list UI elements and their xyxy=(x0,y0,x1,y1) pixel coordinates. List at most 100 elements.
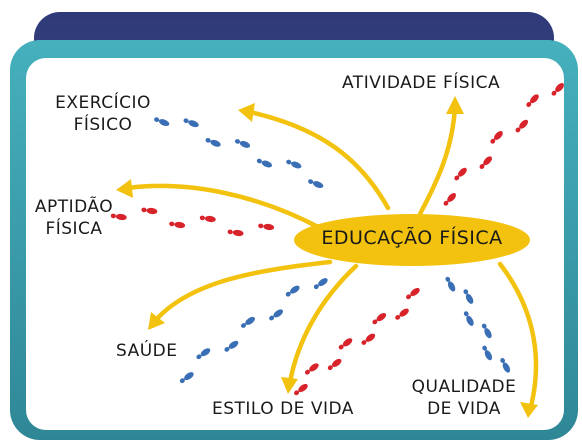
footprint-sole xyxy=(200,348,211,357)
trail-atividade-fisica-footprint xyxy=(443,193,457,206)
footprint-heel xyxy=(481,323,487,329)
trail-atividade-fisica-footprint xyxy=(454,167,467,181)
trail-saude-footprint xyxy=(179,372,194,384)
footprint-sole xyxy=(555,83,565,92)
footprint-heel xyxy=(313,284,319,290)
footprint-sole xyxy=(289,285,300,294)
footprint-heel xyxy=(551,90,557,96)
arrowhead-atividade-fisica xyxy=(446,96,464,114)
footprint-heel xyxy=(338,344,344,350)
trail-saude-footprint xyxy=(285,285,300,297)
label-estilo-de-vida: ESTILO DE VIDA xyxy=(212,398,354,420)
arrowhead-estilo-de-vida xyxy=(281,377,298,394)
trail-qualidade-de-vida-footprint xyxy=(481,323,492,339)
footprint-sole xyxy=(115,213,127,221)
footprint-heel xyxy=(199,215,205,221)
footprint-heel xyxy=(327,365,333,371)
footprint-heel xyxy=(294,390,300,396)
label-saude-line: SAÚDE xyxy=(116,341,178,361)
trail-aptidao-fisica-footprint xyxy=(110,213,127,221)
footprint-heel xyxy=(258,223,264,229)
footprint-heel xyxy=(234,139,241,144)
trail-qualidade-de-vida-footprint xyxy=(445,276,456,292)
arrow-aptidao-fisica xyxy=(125,183,323,231)
trail-aptidao-fisica-footprint xyxy=(141,207,158,215)
label-saude: SAÚDE xyxy=(116,340,178,362)
center-label: EDUCAÇÃO FÍSICA xyxy=(321,227,503,249)
footprint-sole xyxy=(484,350,493,361)
label-exercicio-fisico-line-1: EXERCÍCIO xyxy=(55,93,151,113)
footprint-sole xyxy=(290,161,302,169)
trail-estilo-de-vida-footprint xyxy=(406,287,420,300)
footprint-sole xyxy=(312,181,324,189)
center-ellipse xyxy=(294,214,530,266)
footprint-heel xyxy=(406,294,412,300)
footprint-heel xyxy=(443,200,449,206)
footprint-sole xyxy=(174,221,186,229)
label-aptidao-fisica-line-2: FÍSICA xyxy=(45,219,103,239)
footprint-sole xyxy=(365,333,376,342)
footprint-sole xyxy=(184,372,194,381)
label-atividade-fisica: ATIVIDADE FÍSICA xyxy=(342,72,500,94)
trail-atividade-fisica-footprint xyxy=(490,131,503,144)
footprint-heel xyxy=(241,323,247,328)
arrowhead-aptidao-fisica xyxy=(116,179,133,198)
footprint-sole xyxy=(519,119,529,129)
trail-estilo-de-vida-footprint xyxy=(327,358,342,371)
footprint-heel xyxy=(304,369,310,375)
trail-estilo-de-vida-footprint xyxy=(304,363,319,375)
footprint-sole xyxy=(261,160,273,168)
trail-exercicio-fisico-footprint xyxy=(308,179,324,189)
trail-saude-footprint xyxy=(196,348,211,360)
trail-exercicio-fisico-footprint xyxy=(183,118,199,128)
trail-aptidao-fisica-footprint xyxy=(258,223,275,231)
trail-saude-footprint xyxy=(241,316,255,328)
footprint-heel xyxy=(526,102,532,107)
footprint-heel xyxy=(179,378,185,384)
trail-aptidao-fisica-footprint xyxy=(199,215,216,223)
footprint-heel xyxy=(445,276,451,282)
label-aptidao-fisica: APTIDÃO FÍSICA xyxy=(30,196,118,240)
trail-saude-footprint xyxy=(224,340,239,352)
footprint-heel xyxy=(515,127,521,133)
arrow-qualidade-de-vida xyxy=(497,261,539,413)
footprint-sole xyxy=(298,383,308,393)
footprint-sole xyxy=(410,287,420,297)
footprint-sole xyxy=(188,120,199,128)
footprint-heel xyxy=(286,159,292,165)
arrowheads xyxy=(116,96,538,418)
footprint-sole xyxy=(399,308,409,317)
trail-aptidao-fisica-footprint xyxy=(169,221,186,229)
trail-exercicio-fisico-footprint xyxy=(205,137,221,147)
footprint-sole xyxy=(457,167,467,177)
label-aptidao-fisica-line-1: APTIDÃO xyxy=(34,197,114,217)
footprint-sole xyxy=(146,207,158,215)
footprint-sole xyxy=(447,193,457,202)
trail-aptidao-fisica-footprint xyxy=(227,229,244,237)
footprint-sole xyxy=(309,363,319,372)
footprint-heel xyxy=(227,229,233,235)
arrow-estilo-de-vida xyxy=(287,263,359,385)
footprint-heel xyxy=(463,311,469,317)
trail-exercicio-fisico-footprint xyxy=(256,158,273,168)
footprint-sole xyxy=(210,139,221,147)
footprint-sole xyxy=(493,131,503,140)
footprint-sole xyxy=(158,119,170,127)
footprint-sole xyxy=(228,340,239,349)
arrowhead-qualidade-de-vida xyxy=(520,402,538,418)
footprint-sole xyxy=(484,328,492,339)
footprint-sole xyxy=(465,293,474,304)
trail-qualidade-de-vida-footprint xyxy=(463,289,474,304)
footprint-sole xyxy=(273,309,284,318)
footprint-sole xyxy=(232,229,244,237)
trail-exercicio-fisico-footprint xyxy=(286,159,302,169)
trail-qualidade-de-vida-footprint xyxy=(482,345,493,361)
footprint-sole xyxy=(331,358,342,367)
footprint-sole xyxy=(502,362,511,373)
footprint-sole xyxy=(263,223,275,231)
footprint-heel xyxy=(183,118,189,124)
label-exercicio-fisico-line-2: FÍSICO xyxy=(73,115,133,135)
footprint-heel xyxy=(141,207,147,213)
trail-estilo-de-vida-footprint xyxy=(361,333,376,345)
footprint-trails xyxy=(110,83,565,396)
